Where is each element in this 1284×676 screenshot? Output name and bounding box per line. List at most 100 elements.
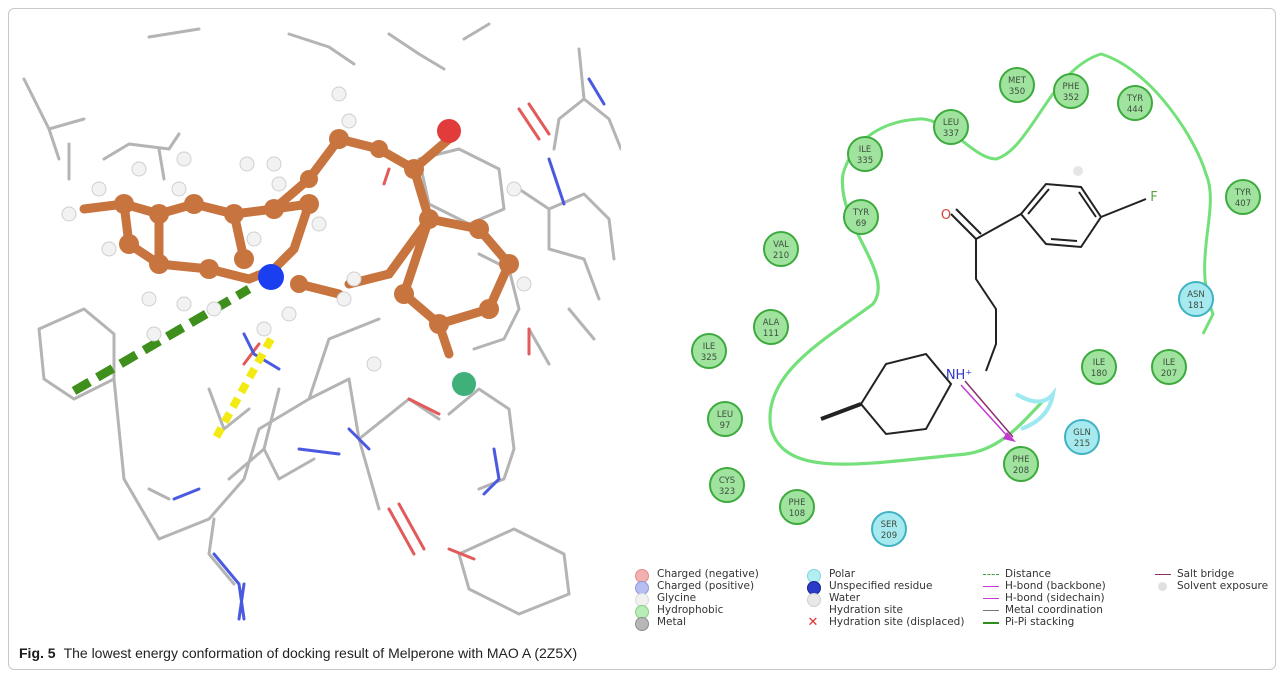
residue-number: 350 bbox=[1009, 87, 1025, 97]
salt-bridge-line bbox=[964, 380, 1014, 438]
pi-pi-stacking-line bbox=[71, 285, 252, 395]
ligand-fluorine-atom bbox=[452, 372, 476, 396]
legend: Charged (negative) Charged (positive) Gl… bbox=[635, 568, 1275, 638]
legend-label: Pi-Pi stacking bbox=[1005, 616, 1075, 628]
figure-label: Fig. 5 bbox=[19, 645, 56, 661]
residue-number: 69 bbox=[856, 219, 867, 229]
legend-label: Salt bridge bbox=[1177, 568, 1235, 580]
legend-arrow-icon bbox=[983, 586, 999, 587]
residue-name: ALA bbox=[763, 318, 780, 328]
residue-circle bbox=[707, 401, 743, 437]
residue-name: SER bbox=[881, 520, 898, 530]
residue-circle bbox=[763, 231, 799, 267]
protein-sticks bbox=[22, 22, 623, 616]
residue-number: 352 bbox=[1063, 93, 1079, 103]
residue-circle bbox=[1178, 281, 1214, 317]
legend-label: H-bond (sidechain) bbox=[1005, 592, 1105, 604]
legend-label: Distance bbox=[1005, 568, 1051, 580]
residue-number: 207 bbox=[1161, 369, 1177, 379]
residue-name: ILE bbox=[1163, 358, 1176, 368]
ligand-fluorine-label: F bbox=[1150, 190, 1157, 205]
residue-circle bbox=[1003, 446, 1039, 482]
legend-metal-coordination-swatch bbox=[983, 610, 999, 611]
residue-circle bbox=[1151, 349, 1187, 385]
legend-solvent-exposure-swatch bbox=[1158, 582, 1167, 591]
legend-pi-pi-swatch bbox=[983, 622, 999, 624]
legend-label: Hydration site bbox=[829, 604, 903, 616]
residue-name: MET bbox=[1008, 76, 1027, 86]
legend-cross-icon: ✕ bbox=[807, 615, 819, 630]
residue-circle bbox=[847, 136, 883, 172]
residue-number: 215 bbox=[1074, 439, 1090, 449]
residue-number: 210 bbox=[773, 251, 789, 261]
polar-atoms-sticks bbox=[172, 77, 606, 621]
residue-name: VAL bbox=[773, 240, 789, 250]
legend-label: Polar bbox=[829, 568, 856, 580]
residue-number: 325 bbox=[701, 353, 717, 363]
residue-number: 337 bbox=[943, 129, 959, 139]
residue-circle bbox=[933, 109, 969, 145]
residue-number: 181 bbox=[1188, 301, 1204, 311]
residue-number: 180 bbox=[1091, 369, 1107, 379]
residue-circle bbox=[999, 67, 1035, 103]
residue-number: 97 bbox=[720, 421, 731, 431]
h-bond-line bbox=[210, 337, 275, 443]
residue-name: GLN bbox=[1073, 428, 1091, 438]
legend-metal-swatch bbox=[635, 617, 649, 631]
docking-3d-view bbox=[9, 9, 623, 634]
residue-circle bbox=[1064, 419, 1100, 455]
legend-label: Solvent exposure bbox=[1177, 580, 1269, 592]
legend-arrow-icon bbox=[983, 598, 999, 599]
residue-number: 208 bbox=[1013, 466, 1029, 476]
docking-3d-render bbox=[22, 22, 623, 621]
legend-label: Charged (positive) bbox=[657, 580, 755, 592]
residue-circle bbox=[1081, 349, 1117, 385]
figure-caption: Fig. 5 The lowest energy conformation of … bbox=[19, 645, 577, 661]
legend-salt-bridge-swatch bbox=[1155, 574, 1171, 575]
legend-water-swatch bbox=[807, 593, 821, 607]
ligand-nitrogen-atom bbox=[258, 264, 284, 290]
ligand-oxygen-atom bbox=[437, 119, 461, 143]
ligand-carbon-atoms bbox=[114, 129, 519, 334]
solvent-exposure-highlight bbox=[1014, 386, 1057, 431]
ligand-2d-structure bbox=[820, 182, 1147, 436]
residue-name: PHE bbox=[1013, 455, 1030, 465]
residue-name: ASN bbox=[1187, 290, 1205, 300]
residue-number: 209 bbox=[881, 531, 897, 541]
residue-name: ILE bbox=[703, 342, 716, 352]
residue-circle bbox=[843, 199, 879, 235]
legend-label: H-bond (backbone) bbox=[1005, 580, 1106, 592]
legend-label: Glycine bbox=[657, 592, 697, 604]
legend-label: Metal coordination bbox=[1005, 604, 1103, 616]
residue-number: 335 bbox=[857, 156, 873, 166]
residue-circle bbox=[871, 511, 907, 547]
residue-number: 407 bbox=[1235, 199, 1251, 209]
residue-circle bbox=[779, 489, 815, 525]
residue-number: 111 bbox=[763, 329, 779, 339]
caption-text: The lowest energy conformation of dockin… bbox=[63, 645, 578, 661]
residue-name: ILE bbox=[1093, 358, 1106, 368]
residue-name: PHE bbox=[789, 498, 806, 508]
residue-circle bbox=[753, 309, 789, 345]
ligand-oxygen-label: O bbox=[941, 208, 951, 223]
residue-circle bbox=[1225, 179, 1261, 215]
residue-name: LEU bbox=[717, 410, 733, 420]
ligand-hydrogen-atoms bbox=[61, 86, 532, 372]
residue-number: 108 bbox=[789, 509, 805, 519]
residue-name: TYR bbox=[1126, 94, 1143, 104]
